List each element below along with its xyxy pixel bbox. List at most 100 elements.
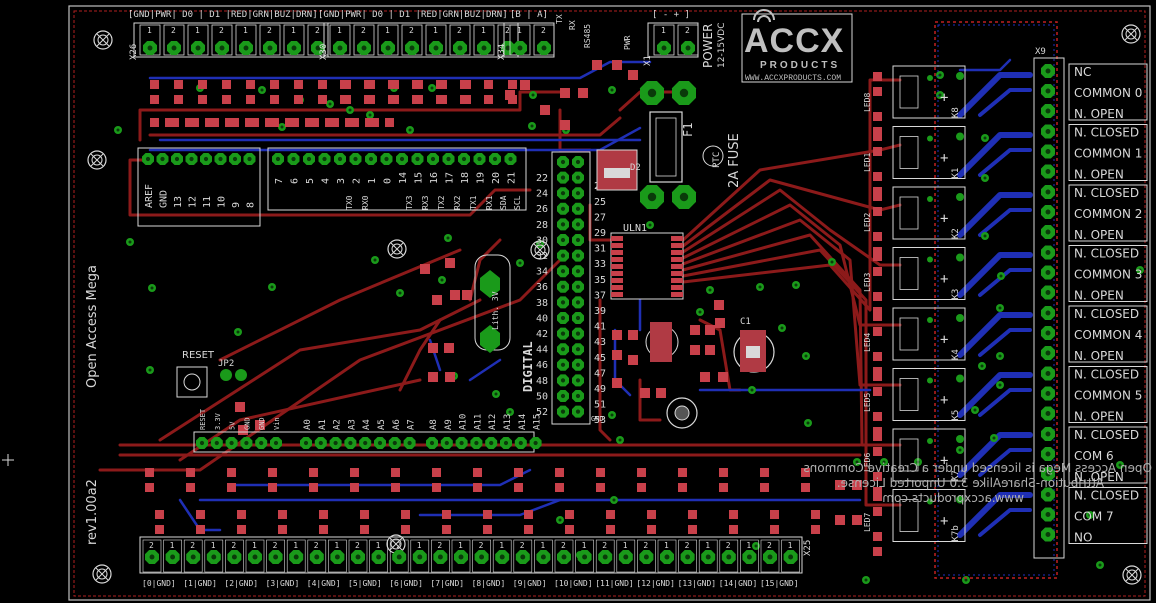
resistor-pad [391,468,400,477]
digital-outline [551,151,591,425]
arduino-mid-label: 1 [367,178,378,184]
resistor-pad [873,172,882,181]
relay-terminal-label: COMMON 3 [1074,268,1142,282]
arduino-mid-label: 14 [398,172,409,184]
resistor-pad [388,80,397,89]
analog-label: A5 [377,419,387,430]
resistor-pad [198,80,207,89]
relay-id: K7b [951,525,961,541]
digital-left-label: 36 [536,282,548,293]
resistor-pad [196,510,205,519]
smd-pad [540,105,550,115]
bottom-terminal-legend: [1|GND] [183,579,217,588]
relay-pad [956,253,964,262]
logo-main: ACCX [744,22,844,60]
led-label: LED3 [863,273,872,292]
digital-right-label: 47 [594,368,606,379]
arduino-mid-label: 17 [445,172,456,184]
resistor-pad [484,80,493,89]
digital-right-label: 25 [594,197,606,208]
board-name: Open Access Mega [85,265,100,388]
plus-mark: + [940,332,948,348]
pin-number: 2 [505,26,510,35]
red-trace [98,258,562,472]
pin-number: 1 [788,541,793,550]
led-pad [873,132,882,141]
digital-left-label: 34 [536,267,548,278]
resistor-pad [250,118,259,127]
power-label: POWER [701,24,715,68]
resistor-pad [719,468,728,477]
resistor-pad [230,118,239,127]
resistor-pad [174,80,183,89]
bottom-terminal-legend: [14|GND] [719,579,758,588]
digital-left-label: 28 [536,220,548,231]
pin-number: 2 [685,541,690,550]
resistor-pad [524,510,533,519]
red-trace [681,218,902,387]
uln-pad [671,250,683,255]
led-label: LED1 [863,153,872,172]
bottom-terminal-legend: [13|GND] [678,579,717,588]
mounting-hole [1121,24,1141,44]
cursor-crosshair-icon [2,454,14,466]
pin-number: 2 [361,26,366,35]
pin-number: 2 [190,541,195,550]
license-line-2: Attribution-ShareAlike 3.0 Unported Lice… [837,476,1104,490]
smd-pad [640,388,650,398]
relay-blue-trace [957,132,1033,178]
x26-id: X26 [129,44,139,60]
digital-right-label: 35 [594,275,606,286]
relay-blue-trace [957,372,1033,418]
arduino-mid-label: 16 [429,172,440,184]
arduino-mid-label: 20 [491,172,502,184]
resistor-pad [436,80,445,89]
pin-number: 1 [252,541,257,550]
digital-right-label: 43 [594,337,606,348]
arduino-left-label: 13 [173,196,184,208]
relay-label-box [1068,487,1148,544]
digital-left-label: 32 [536,251,548,262]
smd-pad [450,290,460,300]
pin-number: 2 [520,541,525,550]
resistor-pad [268,468,277,477]
pin-number: 1 [661,26,666,35]
relay-zone-outline [934,21,1058,579]
smd-pad [238,425,248,435]
resistor-pad [210,118,219,127]
resistor-pad [190,118,199,127]
relay-pad [956,374,964,383]
arduino-mid-sublabel: RX1 [485,195,494,210]
relay-pad [927,317,933,323]
bottom-terminal-legend: [0|GND] [142,579,176,588]
relay-body [892,428,966,482]
red-trace [128,158,532,217]
bottom-terminal-legend: [11|GND] [595,579,634,588]
resistor-pad [801,468,810,477]
resistor-pad [170,118,179,127]
resistor-pad [873,532,882,541]
relay-terminal-label: COMMON 0 [1074,86,1142,100]
pin-number: 1 [385,26,390,35]
digital-right-label: 39 [594,306,606,317]
relay-blue-trace [957,72,1033,118]
relay-id: K2 [951,228,961,239]
relay-pad [927,256,933,263]
arduino-left-label: 9 [231,202,242,208]
bottom-terminal-legend: [8|GND] [472,579,506,588]
relay-pad [927,438,933,444]
smd-pad [520,80,530,90]
relay-id: K7 [951,470,961,481]
relay-terminal-label: N. OPEN [1074,470,1124,484]
relay-pad [927,377,933,384]
relay-terminal-label: N. CLOSED [1074,489,1139,503]
resistor-pad [483,510,492,519]
pin-number: 2 [643,541,648,550]
x26-legend: [GND|PWR| D0 | D1 |RED|GRN|BUZ|DRN] [128,10,318,20]
arduino-mid-sublabel: RX2 [453,195,462,210]
smd-pad [628,70,638,80]
digital-header: 2224262830323436384042444648505223252729… [536,151,606,426]
arduino-left-label: AREF [144,184,155,208]
